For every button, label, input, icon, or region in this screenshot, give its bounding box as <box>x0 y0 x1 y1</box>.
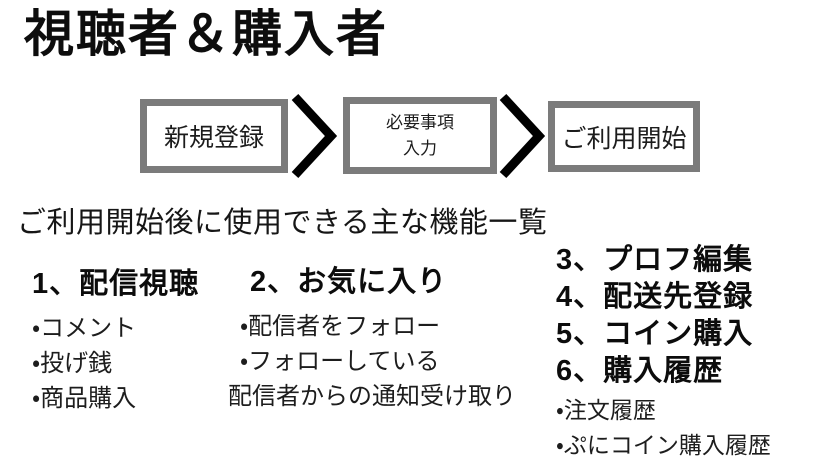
feature-item: ・ぷにコイン購入履歴 <box>556 433 771 458</box>
feature-item: ・注文履歴 <box>556 398 656 423</box>
chevron-right-icon <box>291 93 337 179</box>
page-title: 視聴者＆購入者 <box>24 6 388 62</box>
feature-item: ・商品購入 <box>32 386 137 412</box>
feature-column-streaming: 1、配信視聴 ・コメント ・投げ銭 ・商品購入 <box>32 268 199 411</box>
feature-heading: 5、コイン購入 <box>556 318 754 350</box>
features-heading: ご利用開始後に使用できる主な機能一覧 <box>17 207 548 239</box>
feature-item: ・投げ銭 <box>32 351 113 377</box>
feature-item: 配信者からの通知受け取り <box>228 384 516 410</box>
feature-item: ・コメント <box>32 316 137 342</box>
flow-step-label: 新規登録 <box>163 125 264 152</box>
flow-step-label: 必要事項 <box>386 113 454 132</box>
feature-heading: 2、お気に入り <box>250 266 448 298</box>
feature-column-account: 3、プロフ編集 4、配送先登録 5、コイン購入 6、購入履歴 ・注文履歴 ・ぷに… <box>556 244 771 458</box>
feature-heading: 6、購入履歴 <box>556 355 724 387</box>
feature-item-list: ・注文履歴 ・ぷにコイン購入履歴 <box>556 399 771 458</box>
flow-step-start-using: ご利用開始 <box>548 101 700 172</box>
feature-item-list: ・コメント ・投げ銭 ・商品購入 <box>32 317 199 411</box>
flow-step-label: 入力 <box>403 138 437 158</box>
feature-item: ・配信者をフォロー <box>240 314 441 340</box>
flow-step-enter-required-info: 必要事項 入力 <box>343 97 497 174</box>
feature-column-favorites: 2、お気に入り ・配信者をフォロー ・フォローしている 配信者からの通知受け取り <box>228 266 516 409</box>
feature-item: ・フォローしている <box>240 349 440 375</box>
chevron-right-icon <box>499 93 545 179</box>
feature-heading: 1、配信視聴 <box>32 268 200 300</box>
flow-step-label: ご利用開始 <box>561 125 687 153</box>
flow-step-register: 新規登録 <box>140 99 288 173</box>
feature-heading: 3、プロフ編集 <box>556 244 754 276</box>
feature-heading: 4、配送先登録 <box>556 281 754 313</box>
feature-item-list: ・配信者をフォロー ・フォローしている 配信者からの通知受け取り <box>228 315 516 409</box>
